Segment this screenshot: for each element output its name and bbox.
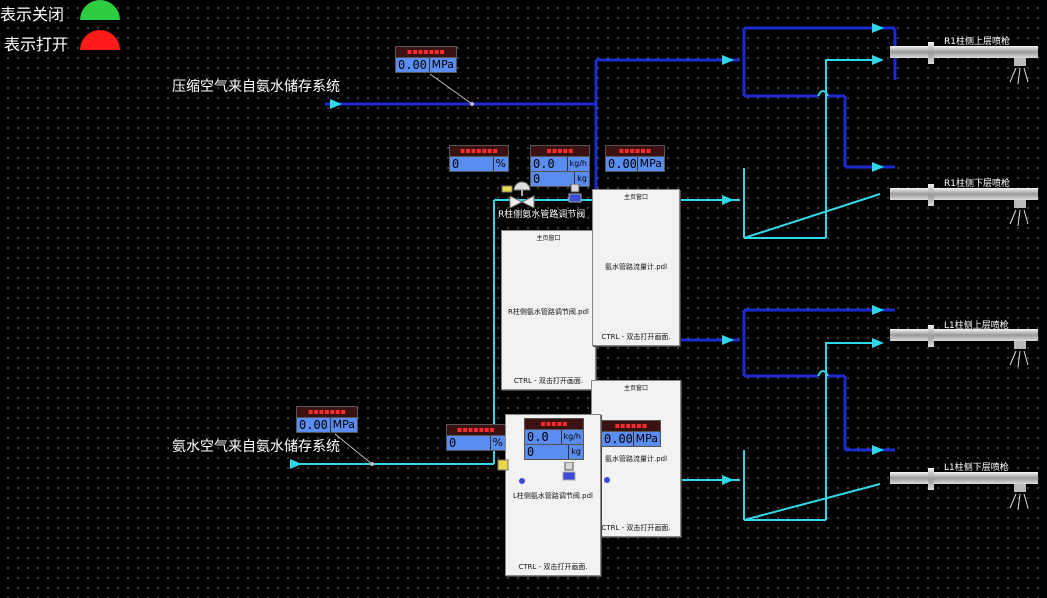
l-connector-dot	[519, 478, 525, 484]
meter-unit: MPa	[428, 58, 456, 72]
popup-file: L柱侧氨水管路调节阀.pdl	[513, 492, 593, 500]
compressed-air-source-label: 压缩空气来自氨水储存系统	[172, 79, 340, 95]
meter-value: 0.0	[533, 157, 555, 171]
r-flowmeter-icon[interactable]	[568, 184, 582, 204]
popup-hint: CTRL - 双击打开画面.	[601, 524, 671, 532]
l-flowmeter-icon[interactable]	[562, 462, 576, 482]
popup-hint: CTRL - 双击打开画面.	[513, 377, 584, 385]
meter-unit: %	[492, 157, 508, 171]
popup-file: R柱侧氨水管路调节阀.pdl	[508, 308, 589, 316]
spray-gun-l-upper[interactable]	[890, 325, 1040, 379]
spray-gun-icon	[890, 184, 1038, 227]
meter-header: ▪▪▪▪▪▪▪	[395, 46, 457, 57]
l-connector-dot	[604, 477, 610, 483]
spray-gun-r-upper-label: R1柱侧上层喷枪	[944, 37, 1010, 47]
spray-gun-l-lower[interactable]	[890, 468, 1040, 522]
spray-gun-icon	[890, 468, 1038, 511]
legend-green-lamp-icon	[80, 0, 120, 20]
r-valve-label: R柱侧氨水管路调节阀	[498, 210, 586, 220]
legend-open-label: 表示打开	[4, 35, 69, 54]
r-control-valve-icon[interactable]	[500, 178, 540, 208]
meter-header: ▪▪▪▪▪▪▪	[446, 424, 506, 435]
popup-title: 主页窗口	[623, 194, 648, 201]
popup-hint: CTRL - 双击打开画面.	[518, 563, 588, 571]
l-control-valve-icon[interactable]	[497, 458, 509, 474]
r-valve-position-meter[interactable]: ▪▪▪▪▪▪▪ 0%	[449, 145, 509, 172]
ammonia-inlet-arrow	[290, 459, 302, 469]
spray-gun-r-upper[interactable]	[890, 42, 1040, 96]
meter-value: 0.00	[398, 58, 427, 72]
meter-value: 0.00	[604, 432, 633, 446]
legend-red-lamp-icon	[80, 30, 120, 50]
meter-value: 0	[449, 436, 457, 450]
l-flow-meter[interactable]: ▪▪▪▪▪ 0.0 kg/h 0 kg	[524, 418, 584, 460]
meter-unit: MPa	[636, 157, 664, 171]
meter-header: ▪▪▪▪▪▪	[601, 420, 661, 431]
spray-gun-r-lower[interactable]	[890, 184, 1040, 238]
legend-closed-label: 表示关闭	[0, 5, 65, 24]
popup-title: 主页窗口	[536, 235, 561, 242]
meter-unit: %	[489, 436, 505, 450]
meter-total-value: 0	[527, 445, 535, 459]
spray-gun-l-lower-label: L1柱侧下层喷枪	[944, 463, 1009, 473]
spray-gun-icon	[890, 42, 1038, 85]
meter-unit: kg/h	[560, 430, 583, 444]
meter-header: ▪▪▪▪▪▪	[605, 145, 665, 156]
meter-unit: MPa	[329, 418, 357, 432]
meter-header: ▪▪▪▪▪▪▪	[449, 145, 509, 156]
popup-hint: CTRL - 双击打开画面.	[601, 333, 671, 341]
meter-total-value: 0	[533, 172, 541, 186]
l-flowmeter-tooltip-popup: 主页窗口 氨水管路流量计.pdl CTRL - 双击打开画面.	[591, 380, 681, 537]
popup-file: 氨水管路流量计.pdl	[604, 455, 668, 463]
ammonia-air-source-label: 氨水空气来自氨水储存系统	[172, 439, 340, 455]
l-valve-position-meter[interactable]: ▪▪▪▪▪▪▪ 0%	[446, 424, 506, 451]
meter-total-unit: kg	[574, 172, 589, 186]
r-flowmeter-tooltip-popup: 主页窗口 氨水管路流量计.pdl CTRL - 双击打开画面.	[592, 189, 680, 346]
r-valve-tooltip-popup: 主页窗口 R柱侧氨水管路调节阀.pdl CTRL - 双击打开画面.	[501, 230, 596, 390]
meter-header: ▪▪▪▪▪	[530, 145, 590, 156]
meter-value: 0.00	[608, 157, 637, 171]
spray-gun-icon	[890, 325, 1038, 368]
spray-gun-l-upper-label: L1柱侧上层喷枪	[944, 321, 1009, 331]
popup-file: 氨水管路流量计.pdl	[604, 263, 668, 271]
meter-total-unit: kg	[568, 445, 583, 459]
meter-unit: MPa	[632, 432, 660, 446]
meter-value: 0.00	[299, 418, 328, 432]
meter-header: ▪▪▪▪▪▪▪	[296, 406, 358, 417]
meter-header: ▪▪▪▪▪	[524, 418, 584, 429]
air-inlet-arrow	[330, 99, 342, 109]
spray-gun-r-lower-label: R1柱侧下层喷枪	[944, 179, 1010, 189]
popup-title: 主页窗口	[623, 385, 648, 392]
r-flow-meter[interactable]: ▪▪▪▪▪ 0.0 kg/h 0 kg	[530, 145, 590, 187]
meter-unit: kg/h	[566, 157, 589, 171]
meter-value: 0	[452, 157, 460, 171]
meter-value: 0.0	[527, 430, 549, 444]
